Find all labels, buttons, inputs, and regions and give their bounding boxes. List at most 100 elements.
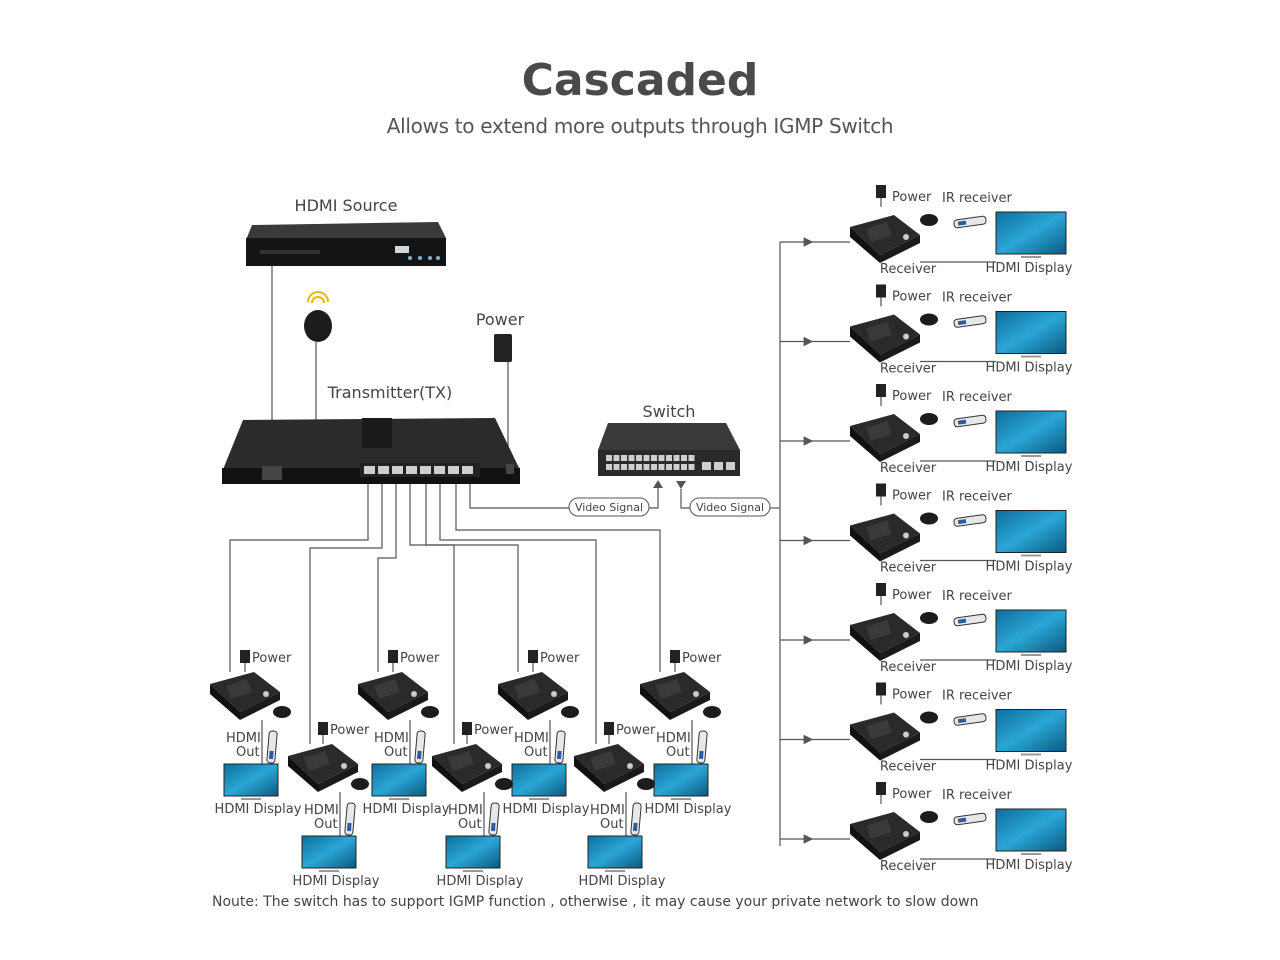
receiver-power-label: Power bbox=[892, 190, 932, 205]
tx-to-bottom-links bbox=[229, 484, 661, 744]
remote-control-icon bbox=[953, 315, 987, 328]
power-plug-icon bbox=[876, 284, 886, 307]
ir-receiver-icon bbox=[421, 706, 439, 718]
remote-control-icon bbox=[266, 730, 278, 764]
ir-receiver-icon bbox=[920, 512, 938, 525]
receiver-power-label: Power bbox=[892, 389, 932, 404]
ir-receiver-icon bbox=[920, 711, 938, 724]
ir-receiver-icon bbox=[273, 706, 291, 718]
ir-receiver-icon bbox=[495, 778, 513, 790]
power-plug-icon bbox=[876, 583, 886, 605]
receiver-power-label: Power bbox=[892, 787, 932, 802]
hdmi-label: HDMI bbox=[374, 731, 409, 746]
receiver-device bbox=[850, 215, 920, 263]
hdmi-display-label: HDMI Display bbox=[215, 802, 302, 817]
out-label: Out bbox=[600, 817, 624, 832]
hdmi-display-label: HDMI Display bbox=[437, 874, 524, 889]
receiver-label: Receiver bbox=[880, 362, 937, 377]
hdmi-display-label: HDMI Display bbox=[363, 802, 450, 817]
remote-control-icon bbox=[554, 730, 566, 764]
hdmi-source-device: HDMI Source bbox=[246, 196, 446, 266]
power-plug-icon bbox=[240, 650, 250, 672]
ir-receiver-icon bbox=[920, 612, 938, 624]
out-label: Out bbox=[384, 745, 408, 760]
receiver-label: Receiver bbox=[880, 561, 937, 576]
hdmi-display bbox=[301, 835, 357, 872]
igmp-switch: Switch bbox=[598, 402, 740, 476]
receiver-power-label: Power bbox=[252, 651, 292, 666]
power-plug-icon bbox=[876, 682, 886, 705]
ir-receiver-icon bbox=[920, 413, 938, 425]
hdmi-display bbox=[653, 763, 709, 800]
receiver-device bbox=[850, 513, 920, 562]
hdmi-label: HDMI bbox=[448, 803, 483, 818]
remote-control-icon bbox=[630, 802, 642, 836]
transmitter-label: Transmitter(TX) bbox=[327, 383, 453, 402]
receiver-device bbox=[850, 414, 920, 462]
remote-control-icon bbox=[953, 215, 987, 229]
hdmi-label: HDMI bbox=[226, 731, 261, 746]
hdmi-display bbox=[223, 763, 279, 800]
power-plug-icon bbox=[388, 650, 398, 672]
ir-receiver-label: IR receiver bbox=[942, 788, 1013, 803]
receiver-label: Receiver bbox=[880, 262, 937, 277]
hdmi-display-label: HDMI Display bbox=[986, 858, 1073, 873]
remote-control-icon bbox=[953, 812, 987, 826]
page-subtitle: Allows to extend more outputs through IG… bbox=[386, 114, 894, 138]
hdmi-display bbox=[445, 835, 501, 872]
hdmi-display-label: HDMI Display bbox=[986, 560, 1073, 575]
ir-receiver-label: IR receiver bbox=[942, 390, 1013, 405]
ir-receiver-icon bbox=[920, 214, 938, 226]
footnote: Noute: The switch has to support IGMP fu… bbox=[212, 894, 979, 910]
out-label: Out bbox=[314, 817, 338, 832]
receiver-device bbox=[850, 712, 920, 761]
ir-receiver-label: IR receiver bbox=[942, 191, 1013, 206]
receiver-power-label: Power bbox=[892, 688, 932, 703]
receiver-device bbox=[498, 672, 568, 720]
ir-receiver-label: IR receiver bbox=[942, 689, 1013, 704]
video-signal-label-1: Video Signal bbox=[575, 501, 643, 514]
remote-control-icon bbox=[696, 730, 708, 764]
hdmi-display-label: HDMI Display bbox=[503, 802, 590, 817]
hdmi-display-label: HDMI Display bbox=[986, 759, 1073, 774]
hdmi-label: HDMI bbox=[514, 731, 549, 746]
hdmi-label: HDMI bbox=[656, 731, 691, 746]
ir-receiver-icon bbox=[920, 811, 938, 823]
ir-receiver-label: IR receiver bbox=[942, 291, 1013, 306]
switch-to-receivers-link: Video Signal bbox=[676, 242, 781, 846]
hdmi-display bbox=[995, 808, 1067, 855]
hdmi-display bbox=[587, 835, 643, 872]
hdmi-display bbox=[995, 211, 1067, 258]
power-plug-icon bbox=[876, 384, 886, 406]
power-plug-icon bbox=[670, 650, 680, 672]
receiver-power-label: Power bbox=[400, 651, 440, 666]
receiver-label: Receiver bbox=[880, 461, 937, 476]
hdmi-display-label: HDMI Display bbox=[579, 874, 666, 889]
ir-receiver-icon bbox=[920, 313, 938, 326]
power-plug-icon bbox=[318, 722, 328, 744]
hdmi-label: HDMI bbox=[590, 803, 625, 818]
hdmi-label: HDMI bbox=[304, 803, 339, 818]
receiver-device bbox=[432, 744, 502, 792]
receiver-power-label: Power bbox=[330, 723, 370, 738]
hdmi-display-label: HDMI Display bbox=[986, 460, 1073, 475]
receiver-power-label: Power bbox=[682, 651, 722, 666]
ir-receiver-icon bbox=[561, 706, 579, 718]
receiver-device bbox=[640, 672, 710, 720]
receiver-label: Receiver bbox=[880, 660, 937, 675]
hdmi-display-label: HDMI Display bbox=[645, 802, 732, 817]
hdmi-display bbox=[995, 311, 1067, 358]
receiver-device bbox=[574, 744, 644, 792]
